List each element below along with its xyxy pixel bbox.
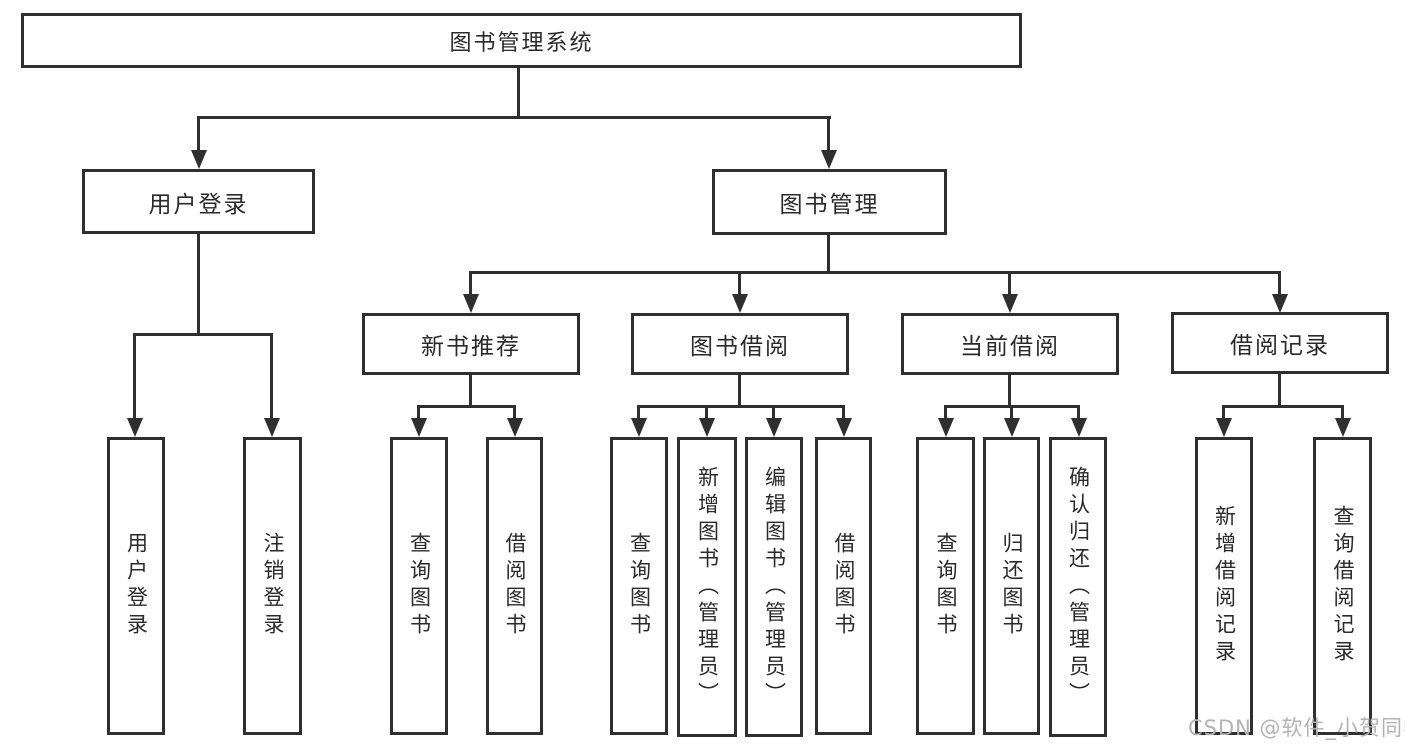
connector-line (738, 271, 741, 294)
connector-arrow (127, 418, 143, 437)
connector-arrow (821, 150, 837, 169)
leaf-query-borrow-record-label: 查询借阅记录 (1331, 505, 1355, 667)
leaf-return-book-label: 归还图书 (1000, 532, 1024, 640)
leaf-query-books-3: 查询图书 (916, 437, 975, 735)
connector-line (772, 405, 775, 418)
connector-arrow (631, 418, 647, 437)
connector-arrow (766, 418, 782, 437)
leaf-add-borrow-record: 新增借阅记录 (1195, 437, 1253, 735)
connector-line (1010, 405, 1013, 418)
connector-line (133, 333, 136, 418)
connector-line (469, 271, 472, 294)
connector-line (270, 333, 273, 418)
connector-arrow (938, 418, 954, 437)
connector-arrow (836, 418, 852, 437)
connector-line (197, 116, 831, 119)
leaf-confirm-return-admin: 确认归还（管理员） (1049, 437, 1107, 737)
leaf-query-books-2: 查询图书 (610, 437, 668, 735)
leaf-edit-book-admin: 编辑图书（管理员） (745, 437, 803, 737)
leaf-add-book-admin: 新增图书（管理员） (677, 437, 737, 737)
connector-arrow (507, 418, 523, 437)
node-book-borrow: 图书借阅 (631, 313, 849, 375)
node-book-borrow-label: 图书借阅 (690, 334, 790, 360)
leaf-query-books-2-label: 查询图书 (627, 532, 652, 640)
node-borrow-records-label: 借阅记录 (1230, 333, 1330, 359)
node-book-management: 图书管理 (712, 169, 947, 235)
connector-line (637, 405, 845, 408)
connector-line (827, 116, 830, 150)
node-new-book-recommend: 新书推荐 (362, 313, 580, 375)
connector-line (1222, 405, 1225, 418)
connector-arrow (264, 418, 280, 437)
connector-line (705, 405, 708, 418)
leaf-user-login-label: 用户登录 (124, 532, 149, 640)
connector-arrow (1272, 294, 1288, 313)
leaf-query-books-1: 查询图书 (390, 437, 448, 735)
leaf-edit-book-admin-label: 编辑图书（管理员） (762, 465, 787, 709)
connector-arrow (732, 294, 748, 313)
leaf-return-book: 归还图书 (983, 437, 1040, 735)
node-new-book-recommend-label: 新书推荐 (421, 334, 521, 360)
connector-arrow (1002, 294, 1018, 313)
node-root: 图书管理系统 (21, 13, 1022, 68)
connector-line (469, 271, 1281, 274)
connector-arrow (463, 294, 479, 313)
connector-line (842, 405, 845, 418)
leaf-borrow-books-2-label: 借阅图书 (832, 532, 856, 640)
leaf-query-books-3-label: 查询图书 (934, 532, 958, 640)
connector-line (1278, 271, 1281, 294)
node-current-borrow: 当前借阅 (901, 313, 1119, 375)
leaf-borrow-books-2: 借阅图书 (815, 437, 872, 735)
connector-arrow (191, 150, 207, 169)
connector-line (1341, 405, 1344, 418)
connector-line (944, 405, 947, 418)
connector-arrow (1004, 418, 1020, 437)
leaf-query-books-1-label: 查询图书 (407, 532, 432, 640)
connector-line (517, 68, 520, 118)
connector-line (417, 405, 516, 408)
connector-line (513, 405, 516, 418)
connector-line (637, 405, 640, 418)
connector-line (1077, 405, 1080, 418)
watermark: CSDN @软件_小贺同学 (1188, 716, 1405, 740)
connector-arrow (411, 418, 427, 437)
node-user-login: 用户登录 (82, 169, 315, 234)
connector-line (1008, 375, 1011, 408)
node-root-label: 图书管理系统 (449, 30, 594, 56)
leaf-query-borrow-record: 查询借阅记录 (1313, 437, 1372, 735)
connector-arrow (1216, 418, 1232, 437)
leaf-logout-label: 注销登录 (261, 532, 285, 640)
connector-line (1222, 405, 1343, 408)
leaf-add-borrow-record-label: 新增借阅记录 (1212, 505, 1237, 667)
connector-line (417, 405, 420, 418)
leaf-add-book-admin-label: 新增图书（管理员） (695, 465, 720, 709)
connector-line (738, 375, 741, 408)
leaf-borrow-books-1: 借阅图书 (486, 437, 543, 735)
connector-line (133, 333, 273, 336)
node-borrow-records: 借阅记录 (1171, 312, 1389, 374)
leaf-user-login: 用户登录 (107, 437, 165, 735)
connector-arrow (699, 418, 715, 437)
connector-line (197, 116, 200, 150)
connector-line (197, 233, 200, 336)
connector-line (1008, 271, 1011, 294)
node-current-borrow-label: 当前借阅 (960, 334, 1060, 360)
leaf-logout: 注销登录 (243, 437, 302, 735)
connector-line (1278, 374, 1281, 408)
connector-arrow (1071, 418, 1087, 437)
node-user-login-label: 用户登录 (148, 191, 249, 218)
connector-line (827, 234, 830, 273)
connector-arrow (1335, 418, 1351, 437)
node-book-management-label: 图书管理 (779, 192, 880, 218)
leaf-confirm-return-admin-label: 确认归还（管理员） (1066, 465, 1091, 709)
connector-line (469, 375, 472, 408)
leaf-borrow-books-1-label: 借阅图书 (503, 532, 527, 640)
